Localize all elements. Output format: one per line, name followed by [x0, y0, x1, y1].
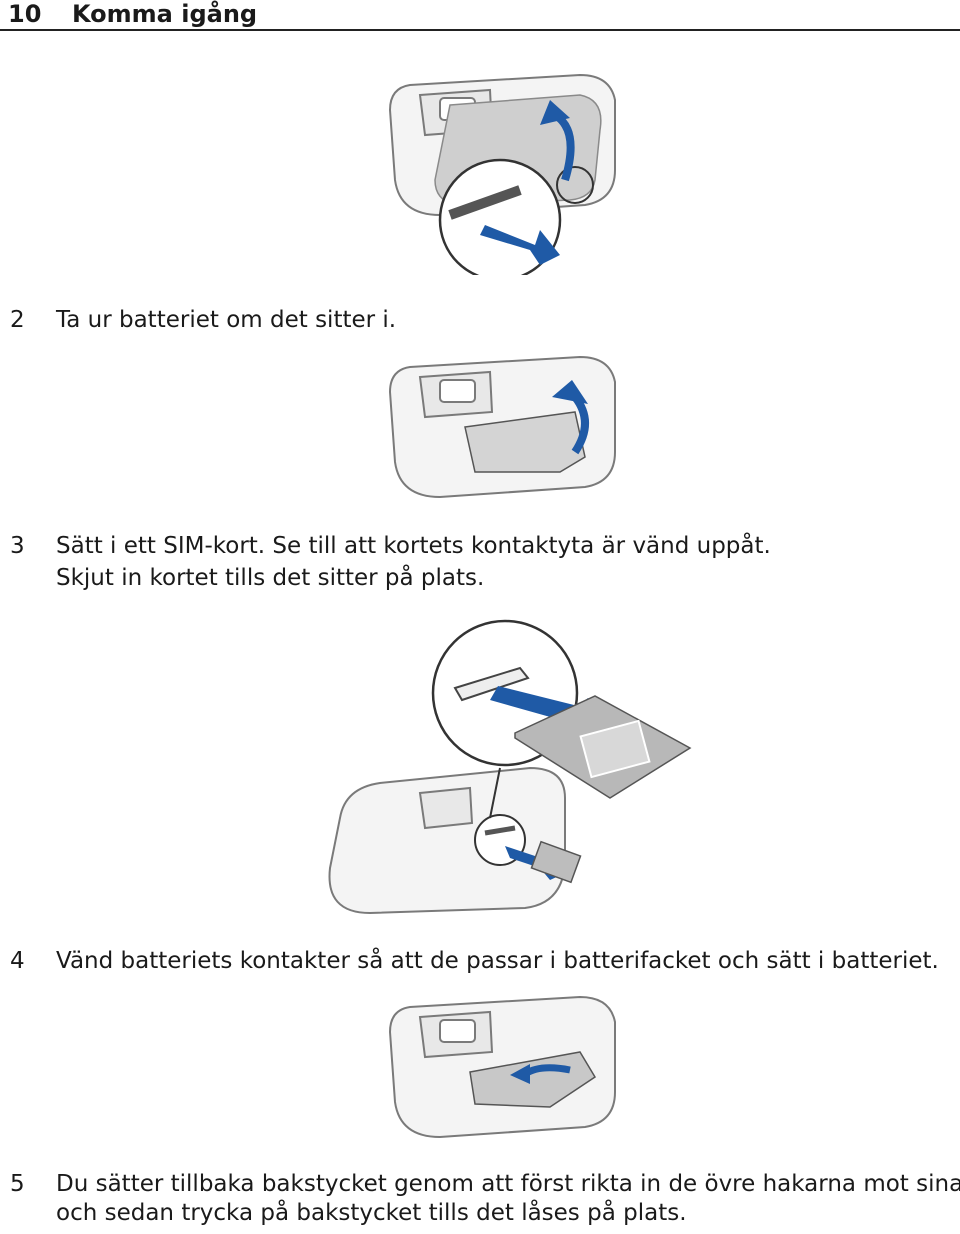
step-item: 2 Ta ur batteriet om det sitter i. — [10, 304, 950, 336]
chapter-title: Komma igång — [72, 0, 258, 28]
step-text: Skjut in kortet tills det sitter på plat… — [56, 565, 485, 591]
remove-battery-illustration — [388, 355, 616, 499]
insert-battery-illustration — [388, 995, 616, 1139]
step-text: Vänd batteriets kontakter så att de pass… — [56, 948, 939, 974]
insert-sim-illustration — [328, 619, 692, 915]
page-header: 10 Komma igång — [0, 0, 960, 31]
step-number: 2 — [10, 307, 25, 333]
step-number: 4 — [10, 948, 25, 974]
step-number: 3 — [10, 533, 25, 559]
remove-back-cover-illustration — [388, 73, 616, 275]
page-number: 10 — [8, 0, 42, 28]
step-number: 5 — [10, 1171, 25, 1197]
step-text: Sätt i ett SIM-kort. Se till att kortets… — [56, 533, 771, 559]
step-item: 4 Vänd batteriets kontakter så att de pa… — [10, 945, 950, 977]
step-text: och sedan trycka på bakstycket tills det… — [56, 1200, 687, 1226]
step-item: 3 Sätt i ett SIM-kort. Se till att korte… — [10, 530, 950, 594]
step-text: Du sätter tillbaka bakstycket genom att … — [56, 1171, 960, 1197]
step-text: Ta ur batteriet om det sitter i. — [56, 307, 397, 333]
step-item: 5 Du sätter tillbaka bakstycket genom at… — [10, 1170, 960, 1234]
